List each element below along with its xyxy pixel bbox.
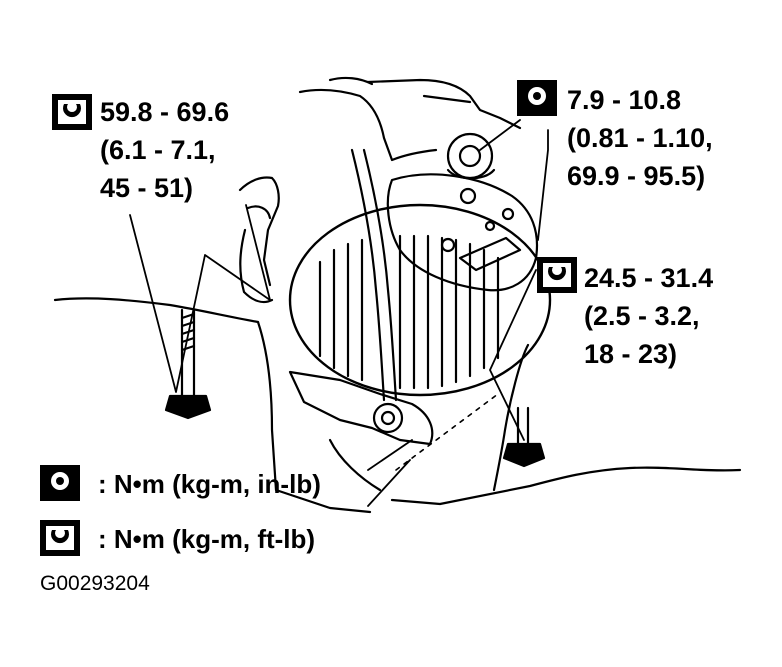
cable-long	[350, 148, 386, 402]
alternator-body	[288, 203, 552, 397]
adjust-bracket	[288, 370, 434, 446]
spec-upper-right-kgm: (0.81 - 1.10,	[567, 123, 713, 153]
connector-post-1	[459, 187, 477, 205]
mount-bracket-top	[238, 176, 280, 287]
engine-block-edge	[256, 320, 372, 514]
figure-code: G00293204	[40, 572, 150, 595]
spec-upper-right-inlb: 69.9 - 95.5)	[567, 161, 706, 191]
terminal-nut	[446, 132, 494, 180]
pivot-bolt-inner	[380, 410, 396, 426]
connector-block	[458, 236, 522, 272]
lower-housing	[328, 438, 382, 492]
leader-upper-left	[129, 204, 271, 393]
cable-long-2	[362, 148, 398, 402]
rear-bolt-2	[484, 220, 496, 232]
legend-ft-lb-label: : N•m (kg-m, ft-lb)	[98, 524, 316, 554]
connector-post-2	[440, 237, 456, 253]
torque-icon-upper-right	[517, 80, 557, 116]
spec-right-ftlb: 18 - 23)	[584, 339, 678, 369]
block-lower-right	[390, 466, 742, 506]
left-bolt-head	[164, 394, 212, 420]
block-right-edge	[492, 343, 530, 492]
alternator-fins	[318, 234, 500, 390]
legend-in-lb-icon	[40, 465, 80, 501]
left-bolt-boss	[239, 228, 274, 304]
upper-cover	[366, 78, 522, 130]
pipe-upper-2	[328, 76, 374, 86]
terminal-nut-inner	[458, 144, 482, 168]
spec-right-kgm: (2.5 - 3.2,	[584, 301, 700, 331]
legend-in-lb-label: : N•m (kg-m, in-lb)	[98, 469, 321, 499]
spec-upper-left-nm: 59.8 - 69.6	[100, 97, 230, 127]
engine-block-outline	[53, 297, 260, 324]
terminal-washer	[446, 168, 496, 180]
leader-right	[489, 269, 537, 441]
spec-upper-left-ftlb: 45 - 51)	[100, 173, 194, 203]
torque-icon-upper-left	[52, 94, 92, 130]
spec-right-nm: 24.5 - 31.4	[584, 263, 714, 293]
spec-upper-left-kgm: (6.1 - 7.1,	[100, 135, 216, 165]
mount-bracket-inner	[246, 205, 272, 220]
leader-legend-dash	[395, 393, 499, 471]
left-bolt-shank	[180, 308, 196, 398]
pipe-upper	[298, 88, 438, 162]
spec-upper-right-nm: 7.9 - 10.8	[567, 85, 682, 115]
torque-icon-right	[537, 257, 577, 293]
right-bolt-head	[502, 442, 546, 468]
upper-cover-2	[422, 94, 472, 104]
alternator-rear-cover	[386, 173, 538, 292]
leader-upper-right	[479, 119, 549, 241]
legend-ft-lb-icon	[40, 520, 80, 556]
pivot-bolt	[372, 402, 404, 434]
rear-bolt	[501, 207, 515, 221]
leader-legend	[367, 439, 413, 507]
